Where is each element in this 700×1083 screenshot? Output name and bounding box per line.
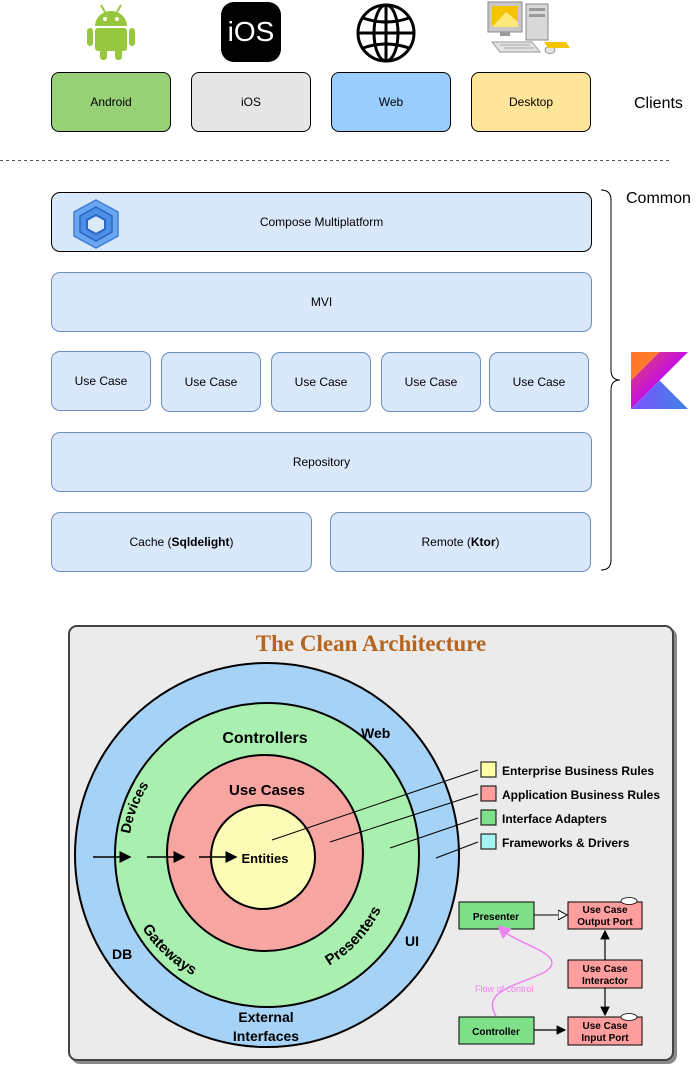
legend-swatch-frameworks [480, 833, 497, 850]
legend-pointer [435, 841, 479, 859]
client-web: Web [331, 72, 451, 132]
legend-label-enterprise: Enterprise Business Rules [502, 764, 654, 778]
cache-label: Cache (Sqldelight) [129, 535, 234, 549]
ring-label-web: Web [361, 725, 390, 741]
ring-label-external: External [238, 1009, 293, 1025]
repository-box: Repository [51, 432, 592, 492]
clients-section-label: Clients [634, 95, 683, 112]
common-section-label: Common [626, 190, 691, 207]
flow-of-control-label: Flow of control [475, 984, 534, 994]
legend-swatch-adapters [480, 809, 497, 826]
ring-label-entities: Entities [242, 851, 289, 866]
clean-architecture-title: The Clean Architecture [255, 631, 487, 656]
ring-label-interfaces: Interfaces [233, 1028, 299, 1044]
ring-label-use-cases: Use Cases [229, 782, 305, 799]
kotlin-logo-icon [631, 352, 688, 409]
mvi-label: MVI [310, 295, 333, 309]
client-ios: iOS [191, 72, 311, 132]
use-case-box: Use Case [51, 351, 151, 411]
flow-interactor-box [567, 959, 643, 989]
flow-output-port-label: Output Port [577, 917, 633, 928]
client-android: Android [51, 72, 171, 132]
flow-presenter-label: Presenter [473, 912, 519, 923]
use-case-label: Use Case [512, 375, 566, 389]
legend-label-adapters: Interface Adapters [502, 812, 607, 826]
flow-input-port-box [567, 1016, 643, 1046]
client-android-label: Android [90, 95, 132, 109]
use-case-box: Use Case [381, 352, 481, 412]
ios-icon: iOS [221, 2, 281, 62]
interface-marker-icon [620, 897, 638, 905]
legend-pointer [271, 769, 479, 841]
legend-pointer [389, 817, 479, 849]
ring-label-controllers: Controllers [222, 730, 307, 747]
ios-icon-text: iOS [227, 16, 275, 47]
repository-label: Repository [292, 455, 351, 469]
cache-box: Cache (Sqldelight) [51, 512, 312, 572]
legend-label-application: Application Business Rules [502, 788, 660, 802]
remote-library: Ktor [470, 535, 496, 549]
remote-label: Remote (Ktor) [421, 535, 500, 549]
client-web-label: Web [378, 95, 404, 109]
cache-library: Sqldelight [171, 535, 230, 549]
flow-controller-label: Controller [472, 1027, 520, 1038]
ring-label-ui: UI [405, 933, 419, 949]
legend-pointer [329, 793, 479, 843]
ring-label-db: DB [112, 946, 132, 962]
compose-multiplatform-box: Compose Multiplatform [51, 192, 592, 252]
client-ios-label: iOS [240, 95, 261, 109]
use-case-label: Use Case [184, 375, 238, 389]
compose-logo-icon [73, 199, 119, 249]
android-icon [87, 4, 135, 60]
interface-marker-icon [620, 1013, 638, 1021]
use-case-box: Use Case [489, 352, 589, 412]
remote-box: Remote (Ktor) [330, 512, 591, 572]
use-case-label: Use Case [74, 374, 128, 388]
desktop-computer-icon [487, 1, 570, 54]
legend-label-frameworks: Frameworks & Drivers [502, 836, 630, 850]
use-case-label: Use Case [294, 375, 348, 389]
client-desktop-label: Desktop [508, 95, 554, 109]
legend-swatch-application [480, 785, 497, 802]
use-case-box: Use Case [161, 352, 261, 412]
flow-input-port-label: Input Port [581, 1033, 629, 1044]
flow-output-port-box [567, 901, 643, 930]
globe-icon [356, 3, 416, 63]
client-desktop: Desktop [471, 72, 591, 132]
flow-output-port-label: Use Case [582, 905, 627, 916]
flow-of-control-curve [491, 925, 553, 1017]
flow-input-port-label: Use Case [582, 1021, 627, 1032]
section-divider [0, 160, 672, 161]
flow-interactor-label: Interactor [582, 976, 628, 987]
legend-swatch-enterprise [480, 761, 497, 778]
use-case-label: Use Case [404, 375, 458, 389]
common-brace [600, 189, 621, 571]
mvi-box: MVI [51, 272, 592, 332]
flow-presenter-box [458, 901, 535, 930]
flow-interactor-label: Use Case [582, 964, 627, 975]
use-case-box: Use Case [271, 352, 371, 412]
compose-multiplatform-label: Compose Multiplatform [259, 215, 384, 229]
